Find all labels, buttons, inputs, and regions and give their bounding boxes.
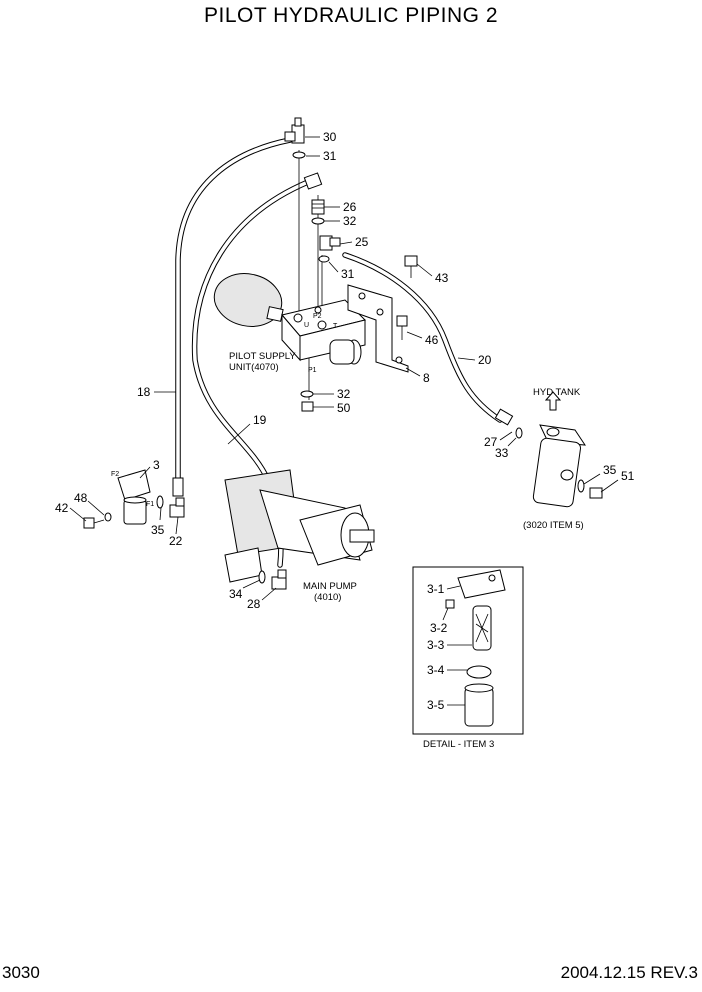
callout-20: 20 xyxy=(478,353,492,367)
callout-50: 50 xyxy=(337,401,351,415)
tank-ref-label: (3020 ITEM 5) xyxy=(523,520,584,531)
main-pump xyxy=(224,469,375,583)
callout-32b: 32 xyxy=(337,387,351,401)
pilot-supply-unit xyxy=(281,299,366,365)
callout-35b: 35 xyxy=(603,463,617,477)
o-ring-32b xyxy=(300,390,314,398)
callout-8: 8 xyxy=(423,371,430,385)
detail-caption: DETAIL - ITEM 3 xyxy=(423,739,494,750)
o-ring-35a xyxy=(156,495,164,509)
callout-22: 22 xyxy=(169,534,183,548)
callout-26: 26 xyxy=(343,200,357,214)
bolt-42 xyxy=(83,517,105,529)
port-f1-label: F1 xyxy=(146,501,154,508)
callout-3-5: 3-5 xyxy=(427,698,445,712)
callout-3-1: 3-1 xyxy=(427,582,445,596)
callout-30: 30 xyxy=(323,130,337,144)
callout-35a: 35 xyxy=(151,523,165,537)
page-number: 3030 xyxy=(2,963,40,982)
callout-33: 33 xyxy=(495,446,509,460)
o-ring-34 xyxy=(258,570,266,584)
port-p2-label: P2 xyxy=(313,313,322,320)
callout-18: 18 xyxy=(137,385,151,399)
element-3-3 xyxy=(472,605,492,651)
callout-48: 48 xyxy=(74,491,88,505)
callout-27: 27 xyxy=(484,435,498,449)
main-pump-label-2: (4010) xyxy=(314,592,341,603)
callout-3-2: 3-2 xyxy=(430,621,448,635)
callout-32a: 32 xyxy=(343,214,357,228)
callout-3-4: 3-4 xyxy=(427,663,445,677)
pilot-supply-label-1: PILOT SUPPLY xyxy=(229,351,296,362)
callout-46: 46 xyxy=(425,333,439,347)
leader-lines xyxy=(69,136,619,706)
bracket-8 xyxy=(347,284,409,373)
o-ring-33 xyxy=(515,427,523,439)
callout-42: 42 xyxy=(55,501,69,515)
accumulator xyxy=(213,273,284,327)
hose-20 xyxy=(342,252,514,426)
plug-51 xyxy=(589,487,603,499)
bolt-43 xyxy=(404,255,418,278)
callout-3-3: 3-3 xyxy=(427,638,445,652)
fitting-22 xyxy=(169,497,185,518)
bolt-3-2 xyxy=(445,599,455,609)
connector-26 xyxy=(311,199,325,215)
callout-31b: 31 xyxy=(341,267,355,281)
o-ring-31 xyxy=(292,151,306,159)
filter-head-3-1 xyxy=(457,569,506,599)
hyd-tank-arrow-icon xyxy=(544,391,562,411)
plug-50 xyxy=(301,401,314,412)
callout-34: 34 xyxy=(229,587,243,601)
elbow-fitting xyxy=(303,172,323,190)
callout-19: 19 xyxy=(253,413,267,427)
elbow-28 xyxy=(271,569,287,590)
port-u-label: U xyxy=(304,322,309,329)
callout-28: 28 xyxy=(247,597,261,611)
port-t-label: T xyxy=(333,323,338,330)
o-ring-32a xyxy=(311,217,325,225)
detail-box xyxy=(412,566,524,735)
hyd-tank-label: HYD TANK xyxy=(533,387,581,398)
filter-3 xyxy=(117,469,151,525)
hose-18 xyxy=(172,137,293,497)
callout-51: 51 xyxy=(621,469,635,483)
o-ring-3-4 xyxy=(466,665,492,679)
tank-port-block xyxy=(532,424,586,508)
callout-25: 25 xyxy=(355,235,369,249)
port-f2-label: F2 xyxy=(111,471,119,478)
tee-fitting-30 xyxy=(284,117,305,144)
pilot-supply-label-2: UNIT(4070) xyxy=(229,362,279,373)
main-pump-label-1: MAIN PUMP xyxy=(303,581,357,592)
o-ring-35b xyxy=(577,479,585,493)
revision-date: 2004.12.15 REV.3 xyxy=(560,963,698,982)
port-p1-label: P1 xyxy=(308,367,317,374)
callout-43: 43 xyxy=(435,271,449,285)
bolt-46 xyxy=(396,315,408,340)
callout-3: 3 xyxy=(153,458,160,472)
elbow-25 xyxy=(319,235,341,251)
callout-31a: 31 xyxy=(323,149,337,163)
bowl-3-5 xyxy=(464,683,494,727)
page-title: PILOT HYDRAULIC PIPING 2 xyxy=(203,4,499,27)
washer-48 xyxy=(104,512,112,522)
o-ring-31b xyxy=(318,255,330,263)
